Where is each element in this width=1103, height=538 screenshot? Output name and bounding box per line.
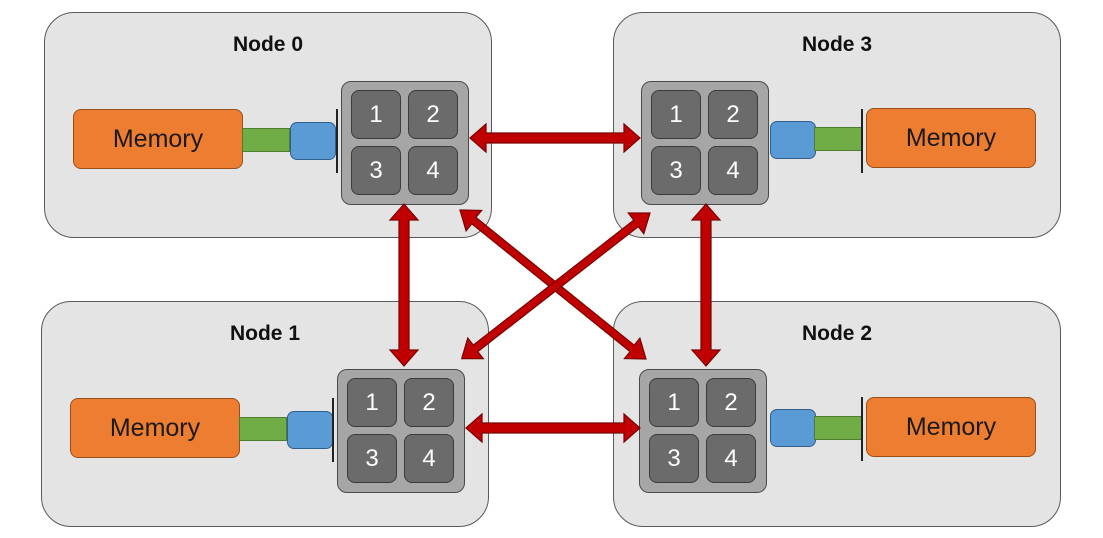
core-2: 2 [404,378,454,427]
separator-line [336,109,338,173]
core-3: 3 [649,434,699,483]
node-title: Node 3 [801,33,872,56]
core-4: 4 [408,146,458,195]
memory-bus [239,417,287,441]
core-1: 1 [347,378,397,427]
core-2: 2 [708,90,758,139]
node-0: Node 0 Memory 1 2 3 4 [44,12,492,238]
core-4: 4 [706,434,756,483]
node-3: Node 3 1 2 3 4 Memory [613,12,1061,238]
core-4: 4 [404,434,454,483]
separator-line [861,397,863,461]
cpu-package: 1 2 3 4 [639,369,767,493]
cpu-package: 1 2 3 4 [641,81,769,205]
node-2: Node 2 1 2 3 4 Memory [613,301,1061,527]
memory-block: Memory [70,398,240,458]
separator-line [332,398,334,462]
node-title: Node 2 [801,322,872,345]
memory-bus [814,416,862,440]
memory-block: Memory [73,109,243,169]
separator-line [861,109,863,173]
core-1: 1 [651,90,701,139]
core-1: 1 [649,378,699,427]
memory-bus [814,127,862,151]
memory-bus [242,128,290,152]
memory-controller [770,121,816,159]
core-2: 2 [706,378,756,427]
node-title: Node 1 [229,322,300,345]
core-3: 3 [351,146,401,195]
node-title: Node 0 [232,33,303,56]
memory-controller [290,122,336,160]
core-3: 3 [347,434,397,483]
core-1: 1 [351,90,401,139]
cpu-package: 1 2 3 4 [337,369,465,493]
memory-controller [287,411,333,449]
memory-controller [770,409,816,447]
core-2: 2 [408,90,458,139]
cpu-package: 1 2 3 4 [341,81,469,205]
core-3: 3 [651,146,701,195]
node-1: Node 1 Memory 1 2 3 4 [41,301,489,527]
memory-block: Memory [866,397,1036,457]
core-4: 4 [708,146,758,195]
memory-block: Memory [866,108,1036,168]
